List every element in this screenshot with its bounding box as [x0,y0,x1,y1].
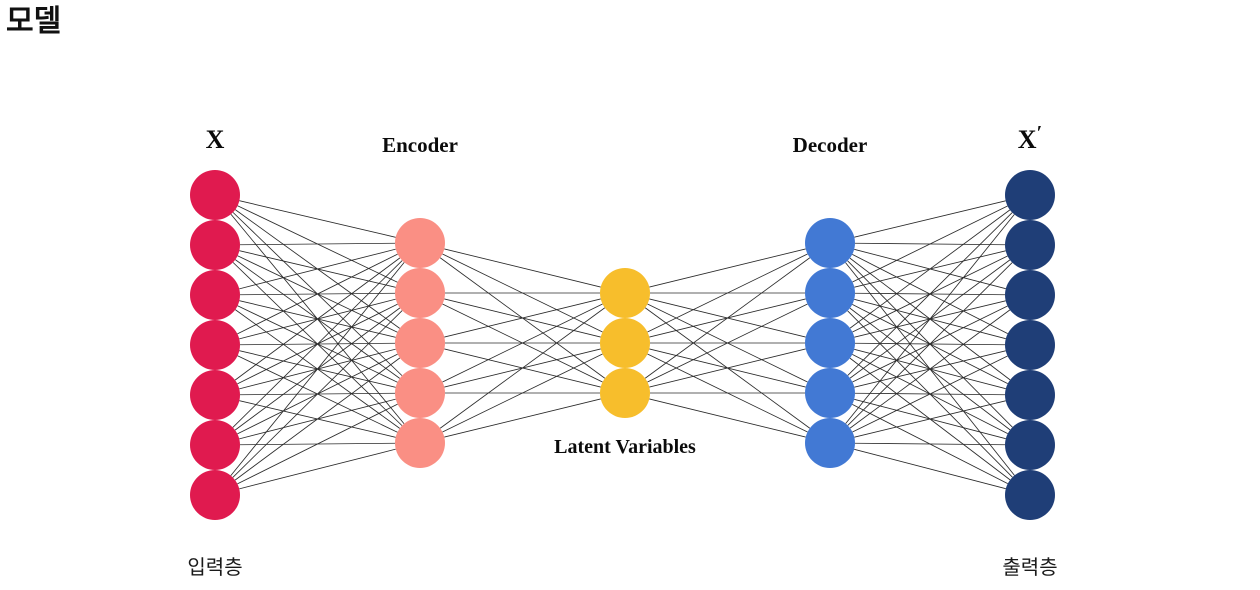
edge-input-to-encoder-hidden [232,310,403,478]
labels-group: X Encoder Decoder X′ Latent Variables 입력층 출력층 [187,122,1057,579]
edge-encoder-hidden-to-latent [439,307,606,429]
edge-latent-to-decoder-hidden [644,257,811,379]
edge-decoder-hidden-to-output [845,214,1015,424]
edge-decoder-hidden-to-output [854,442,1006,446]
edge-input-to-encoder-hidden [237,253,398,335]
edge-latent-to-decoder-hidden [647,303,808,383]
edge-decoder-hidden-to-output [849,209,1011,329]
decoder-label: Decoder [793,133,868,157]
node-input-6 [190,420,240,470]
edge-input-to-encoder-hidden [239,242,396,246]
node-decoder-hidden-1 [805,218,855,268]
edge-input-to-encoder-hidden [234,357,401,481]
edge-decoder-hidden-to-output [847,212,1013,376]
edges-group [230,200,1015,490]
node-output-2 [1005,220,1055,270]
edge-latent-to-decoder-hidden [649,398,806,438]
node-output-3 [1005,270,1055,320]
node-encoder-hidden-2 [395,268,445,318]
node-decoder-hidden-3 [805,318,855,368]
node-input-7 [190,470,240,520]
edge-decoder-hidden-to-output [854,200,1006,238]
node-latent-1 [600,268,650,318]
node-encoder-hidden-3 [395,318,445,368]
node-encoder-hidden-1 [395,218,445,268]
edge-input-to-encoder-hidden [239,200,396,238]
node-output-4 [1005,320,1055,370]
edge-encoder-hidden-to-latent [444,398,601,438]
node-input-5 [190,370,240,420]
node-latent-2 [600,318,650,368]
input-variable-label: X [206,125,225,154]
node-encoder-hidden-5 [395,418,445,468]
edge-encoder-hidden-to-latent [444,248,601,288]
edge-input-to-encoder-hidden [239,248,396,290]
edge-input-to-encoder-hidden [239,448,396,490]
edge-input-to-encoder-hidden [234,257,401,381]
edge-latent-to-decoder-hidden [649,248,806,288]
node-input-3 [190,270,240,320]
edge-input-to-encoder-hidden [237,403,398,485]
edge-decoder-hidden-to-output [852,355,1008,433]
edge-encoder-hidden-to-latent [442,353,603,433]
node-encoder-hidden-4 [395,368,445,418]
edge-decoder-hidden-to-output [849,309,1011,429]
edge-decoder-hidden-to-output [854,400,1006,438]
nodes-group [190,170,1055,520]
node-decoder-hidden-4 [805,368,855,418]
edge-decoder-hidden-to-output [852,205,1008,283]
node-decoder-hidden-2 [805,268,855,318]
node-latent-3 [600,368,650,418]
node-output-7 [1005,470,1055,520]
encoder-label: Encoder [382,133,458,157]
input-layer-korean-label: 입력층 [187,556,242,579]
output-layer-korean-label: 출력층 [1002,556,1057,579]
node-output-5 [1005,370,1055,420]
edge-encoder-hidden-to-latent [442,303,603,383]
edge-decoder-hidden-to-output [847,262,1013,426]
edge-latent-to-decoder-hidden [649,348,806,388]
page-title: 모델 [6,5,62,38]
edge-input-to-encoder-hidden [232,260,403,428]
edge-encoder-hidden-to-latent [444,298,601,338]
output-variable-label: X′ [1018,122,1042,154]
node-input-2 [190,220,240,270]
node-input-1 [190,170,240,220]
node-output-1 [1005,170,1055,220]
edge-input-to-encoder-hidden [230,262,405,476]
node-decoder-hidden-5 [805,418,855,468]
latent-variables-label: Latent Variables [554,436,696,458]
node-output-6 [1005,420,1055,470]
edge-decoder-hidden-to-output [854,448,1006,490]
node-input-4 [190,320,240,370]
edge-latent-to-decoder-hidden [647,253,808,333]
